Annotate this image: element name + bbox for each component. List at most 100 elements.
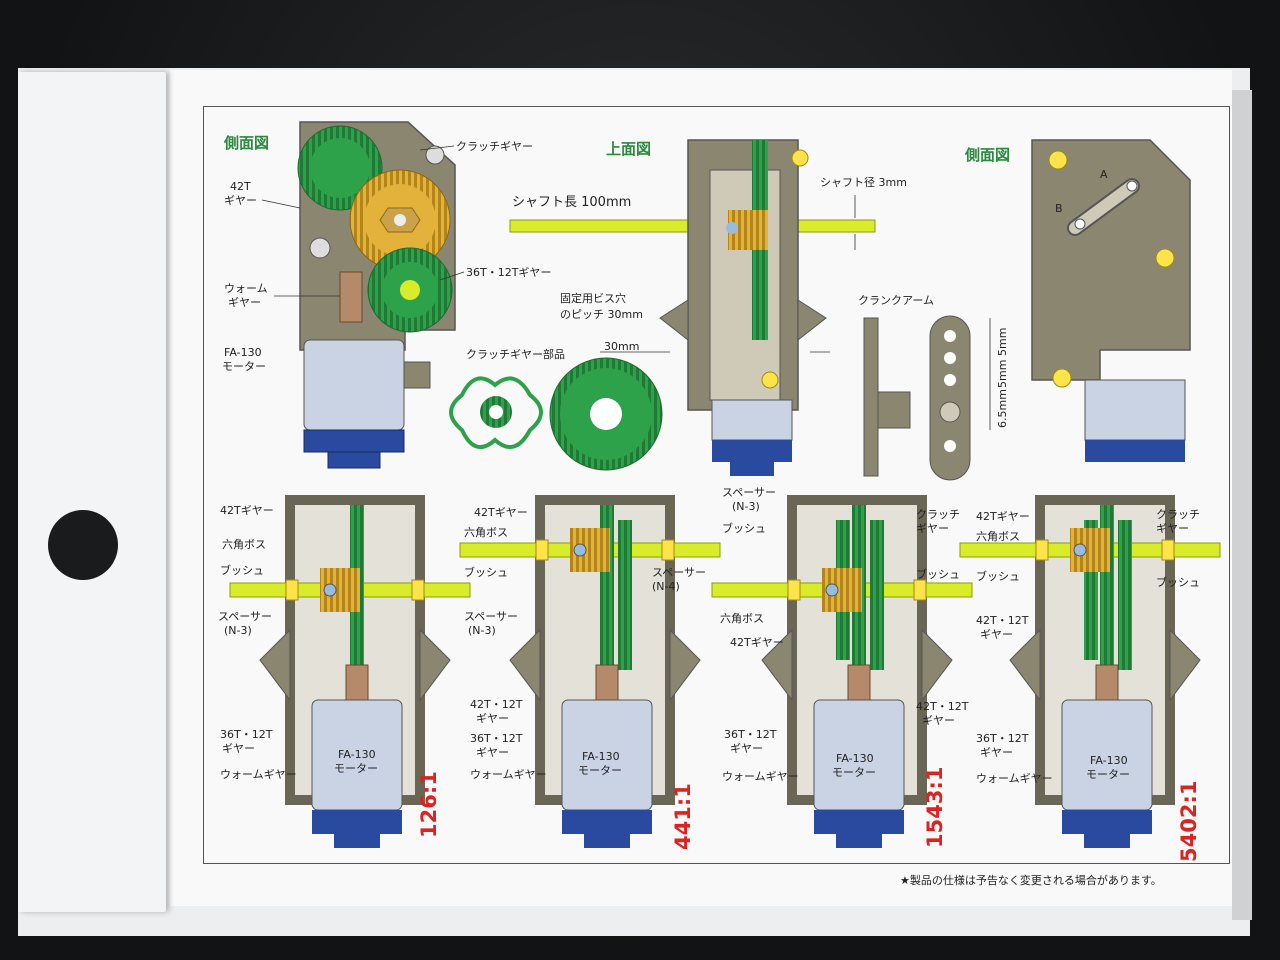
cfg1-bush-left — [285, 579, 299, 601]
label-worm-l2: ギヤー — [228, 296, 261, 309]
cfg3-label-42t12t: 42T・12T — [916, 700, 969, 713]
cfg1-label-hex-boss: 六角ボス — [222, 538, 266, 551]
cfg2-label-42t: 42Tギヤー — [474, 506, 528, 519]
cfg2-label-bush: ブッシュ — [464, 565, 508, 579]
cfg1-label-gear: ギヤー — [222, 742, 255, 755]
cfg2-label-spacer-n3-2: (N-3) — [468, 624, 496, 637]
ratio-5402: 5402:1 — [1177, 781, 1201, 862]
cfg1-label-bush: ブッシュ — [220, 563, 264, 577]
cfg3-label-gear: ギヤー — [916, 522, 949, 535]
label-a: A — [1100, 168, 1108, 181]
label-motor-l2: モーター — [222, 360, 266, 373]
cfg4-wing-left — [1009, 628, 1041, 702]
cfg3-bush-right — [913, 579, 927, 601]
cfg1-motor-l2: モーター — [334, 762, 378, 775]
cfg4-label-bush-b: ブッシュ — [1156, 575, 1200, 589]
label-dim-30: 30mm — [604, 340, 639, 353]
cfg1-wing-left — [259, 628, 291, 702]
cfg1-label-n3: (N-3) — [224, 624, 252, 637]
cfg1-label-spacer: スペーサー — [218, 610, 272, 623]
cfg2-label-gear-b: ギヤー — [476, 746, 509, 759]
cfg4-bush-left — [1035, 539, 1049, 561]
label-pitch-l1: 固定用ビス穴 — [560, 291, 626, 305]
cfg4-label-42t: 42Tギヤー — [976, 510, 1030, 523]
cfg2-bush-left — [535, 539, 549, 561]
cfg2-motor-l1: FA-130 — [582, 750, 620, 763]
cfg2-motor-cap — [562, 810, 652, 834]
cfg3-label-clutch: クラッチ — [916, 508, 960, 521]
cfg3-label-36t12t: 36T・12T — [724, 728, 777, 741]
cfg4-label-gear-b: ギヤー — [980, 746, 1013, 759]
cfg3-motor-l1: FA-130 — [836, 752, 874, 765]
cfg3-label-spacer: スペーサー — [722, 486, 776, 499]
cfg3-label-hex-boss: 六角ボス — [720, 612, 764, 625]
cfg3-bush-left — [787, 579, 801, 601]
top-view — [509, 139, 876, 476]
cfg4-wing-right — [1169, 628, 1201, 702]
cfg1-label-worm: ウォームギヤー — [220, 768, 297, 781]
cfg3-label-bush-b: ブッシュ — [916, 567, 960, 581]
cfg2-hex-boss — [573, 543, 587, 557]
cfg1-motor-l1: FA-130 — [338, 748, 376, 761]
cfg4-hex-boss — [1073, 543, 1087, 557]
title-side-left: 側面図 — [223, 134, 269, 152]
cfg2-wing-left — [509, 628, 541, 702]
label-shaft-length: シャフト長 100mm — [512, 195, 631, 210]
cfg1-motor-end — [334, 834, 380, 848]
cfg3-gear-stack-2 — [870, 520, 884, 670]
cfg2-label-42t12t: 42T・12T — [470, 698, 523, 711]
cfg2-gear-stack-2 — [618, 520, 632, 670]
hang-hole — [48, 510, 118, 580]
cfg1-motor-cap — [312, 810, 402, 834]
label-dim-5b: 5mm — [996, 360, 1009, 388]
cfg4-motor-l1: FA-130 — [1090, 754, 1128, 767]
label-worm-l1: ウォーム — [224, 282, 268, 295]
cfg2-label-gear-a: ギヤー — [476, 712, 509, 725]
cfg1-wing-right — [419, 628, 451, 702]
cfg1-bush-right — [411, 579, 425, 601]
cfg3-label-n3: (N-3) — [732, 500, 760, 513]
cfg4-motor-cap — [1062, 810, 1152, 834]
label-dim-5a: 5mm — [996, 328, 1009, 356]
cfg2-label-worm: ウォームギヤー — [470, 768, 547, 781]
cfg2-bush-right — [661, 539, 675, 561]
cfg4-motor-l2: モーター — [1086, 768, 1130, 781]
cfg2-label-36t12t: 36T・12T — [470, 732, 523, 745]
box-flap[interactable] — [18, 72, 166, 912]
cfg1-worm — [345, 664, 369, 702]
cfg4-label-hex-boss: 六角ボス — [976, 530, 1020, 543]
footnote: ★製品の仕様は予告なく変更される場合があります。 — [900, 874, 1162, 887]
cfg4-motor-end — [1084, 834, 1130, 848]
cfg2-label-spacer-n4-2: (N-4) — [652, 580, 680, 593]
label-dim-65: 6.5mm — [996, 389, 1009, 428]
title-side-right: 側面図 — [964, 146, 1010, 164]
cfg3-label-worm: ウォームギヤー — [722, 770, 799, 783]
cfg4-label-clutch: クラッチ — [1156, 508, 1200, 521]
cfg1-label-36t12t: 36T・12T — [220, 728, 273, 741]
cfg4-label-gear-a: ギヤー — [980, 628, 1013, 641]
cfg2-worm — [595, 664, 619, 702]
diagram-frame — [203, 106, 1230, 864]
label-clutch-gear: クラッチギヤー — [456, 140, 533, 153]
cfg4-label-gear: ギヤー — [1156, 522, 1189, 535]
cfg4-worm — [1095, 664, 1119, 702]
cfg1-label-42t: 42Tギヤー — [220, 504, 274, 517]
cfg2-label-spacer-n3-1: スペーサー — [464, 610, 518, 623]
cfg4-label-worm: ウォームギヤー — [976, 772, 1053, 785]
cfg2-label-spacer-n4-1: スペーサー — [652, 566, 706, 579]
ratio-126: 126:1 — [417, 771, 441, 838]
ratio-441: 441:1 — [671, 783, 695, 850]
label-pitch-l2: のピッチ 30mm — [560, 308, 643, 321]
crank-arm — [863, 315, 971, 481]
ratio-1543: 1543:1 — [923, 767, 947, 848]
label-clutch-parts: クラッチギヤー部品 — [466, 347, 565, 361]
cfg3-label-gear-c: ギヤー — [730, 742, 763, 755]
label-motor-l1: FA-130 — [224, 346, 262, 359]
label-42t-l1: 42T — [230, 180, 251, 193]
side-view-right — [1031, 139, 1191, 462]
cfg4-bush-right — [1161, 539, 1175, 561]
box-side — [1232, 90, 1252, 920]
cfg3-hex-boss — [825, 583, 839, 597]
cfg3-label-42t: 42Tギヤー — [730, 636, 784, 649]
label-42t-l2: ギヤー — [224, 194, 257, 207]
